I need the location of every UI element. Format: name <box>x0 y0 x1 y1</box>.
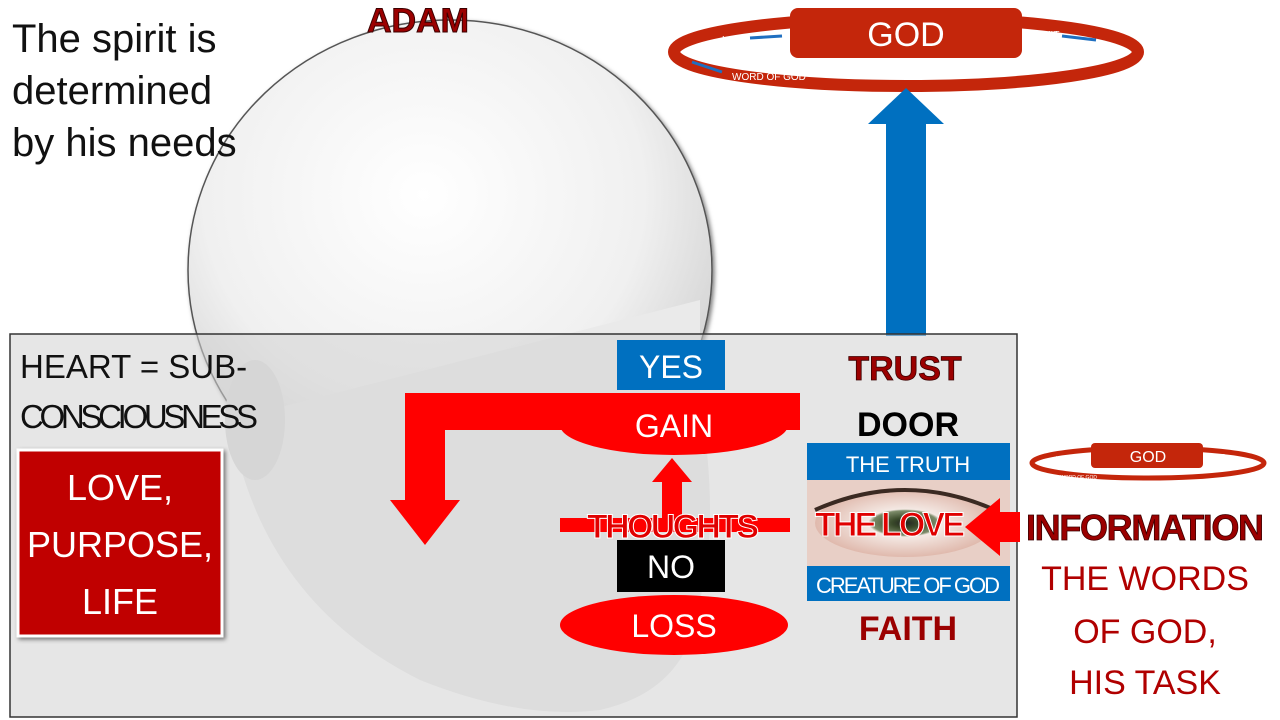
intro-line: by his needs <box>12 121 237 165</box>
god-cycle-large: GOD LOVE FRUIT WORD OF GOD <box>668 8 1144 92</box>
creature-label: CREATURE OF GOD <box>816 573 1000 598</box>
words-of-god-line: HIS TASK <box>1069 664 1221 702</box>
no-box <box>617 540 725 592</box>
god-label-small: GOD <box>1130 449 1166 466</box>
gain-ellipse <box>560 395 788 455</box>
door-panel: THE TRUTH THE LOVE CREATURE OF GOD <box>807 443 1010 601</box>
love-cycle-label-small: LOVE <box>1056 456 1070 462</box>
door-label: DOOR <box>857 406 959 444</box>
intro-line: determined <box>12 69 212 113</box>
trust-label: TRUST <box>848 350 962 388</box>
faith-label: FAITH <box>859 610 957 648</box>
fruit-cycle-label: FRUIT <box>1030 30 1059 41</box>
the-love-label: THE LOVE <box>815 506 965 544</box>
needs-line: PURPOSE, <box>27 524 213 565</box>
word-of-god-cycle-label: WORD OF GOD <box>732 72 806 83</box>
eye-icon <box>815 489 995 557</box>
intro-line: The spirit is <box>12 17 217 61</box>
heart-label: CONSCIOUSNESS <box>20 398 258 435</box>
thoughts-bar <box>560 518 790 532</box>
loss-ellipse <box>560 595 788 655</box>
fruit-cycle-label-small: FRUIT <box>1210 454 1225 460</box>
information-label: INFORMATION <box>1026 507 1264 548</box>
word-of-god-label-small: WORD OF GOD <box>1060 475 1097 481</box>
god-label: GOD <box>867 16 944 54</box>
love-cycle-label: LOVE <box>722 35 749 46</box>
loss-label: LOSS <box>631 608 716 644</box>
words-of-god-line: OF GOD, <box>1073 613 1217 651</box>
thoughts-label: THOUGHTS <box>587 508 759 546</box>
needs-line: LOVE, <box>67 467 173 508</box>
red-up-arrow <box>652 458 692 520</box>
heart-label: HEART = SUB- <box>20 348 247 385</box>
words-of-god-line: THE WORDS <box>1041 560 1249 598</box>
truth-label: THE TRUTH <box>846 452 970 477</box>
needs-line: LIFE <box>82 581 158 622</box>
yes-label: YES <box>639 349 703 385</box>
no-label: NO <box>647 549 695 585</box>
intro-text: The spirit is determined by his needs <box>12 17 237 165</box>
arrow-left-icon <box>749 34 783 40</box>
adam-title: ADAM <box>367 2 469 40</box>
gain-label: GAIN <box>635 408 713 444</box>
god-cycle-small: GOD LOVE FRUIT WORD OF GOD <box>1029 443 1267 481</box>
blue-up-arrow <box>868 88 944 336</box>
arrow-left-icon <box>1061 34 1097 42</box>
needs-box: LOVE, PURPOSE, LIFE <box>16 448 224 638</box>
yes-box <box>617 340 725 390</box>
arrow-right-icon <box>691 60 723 74</box>
information-arrow <box>965 498 1020 556</box>
